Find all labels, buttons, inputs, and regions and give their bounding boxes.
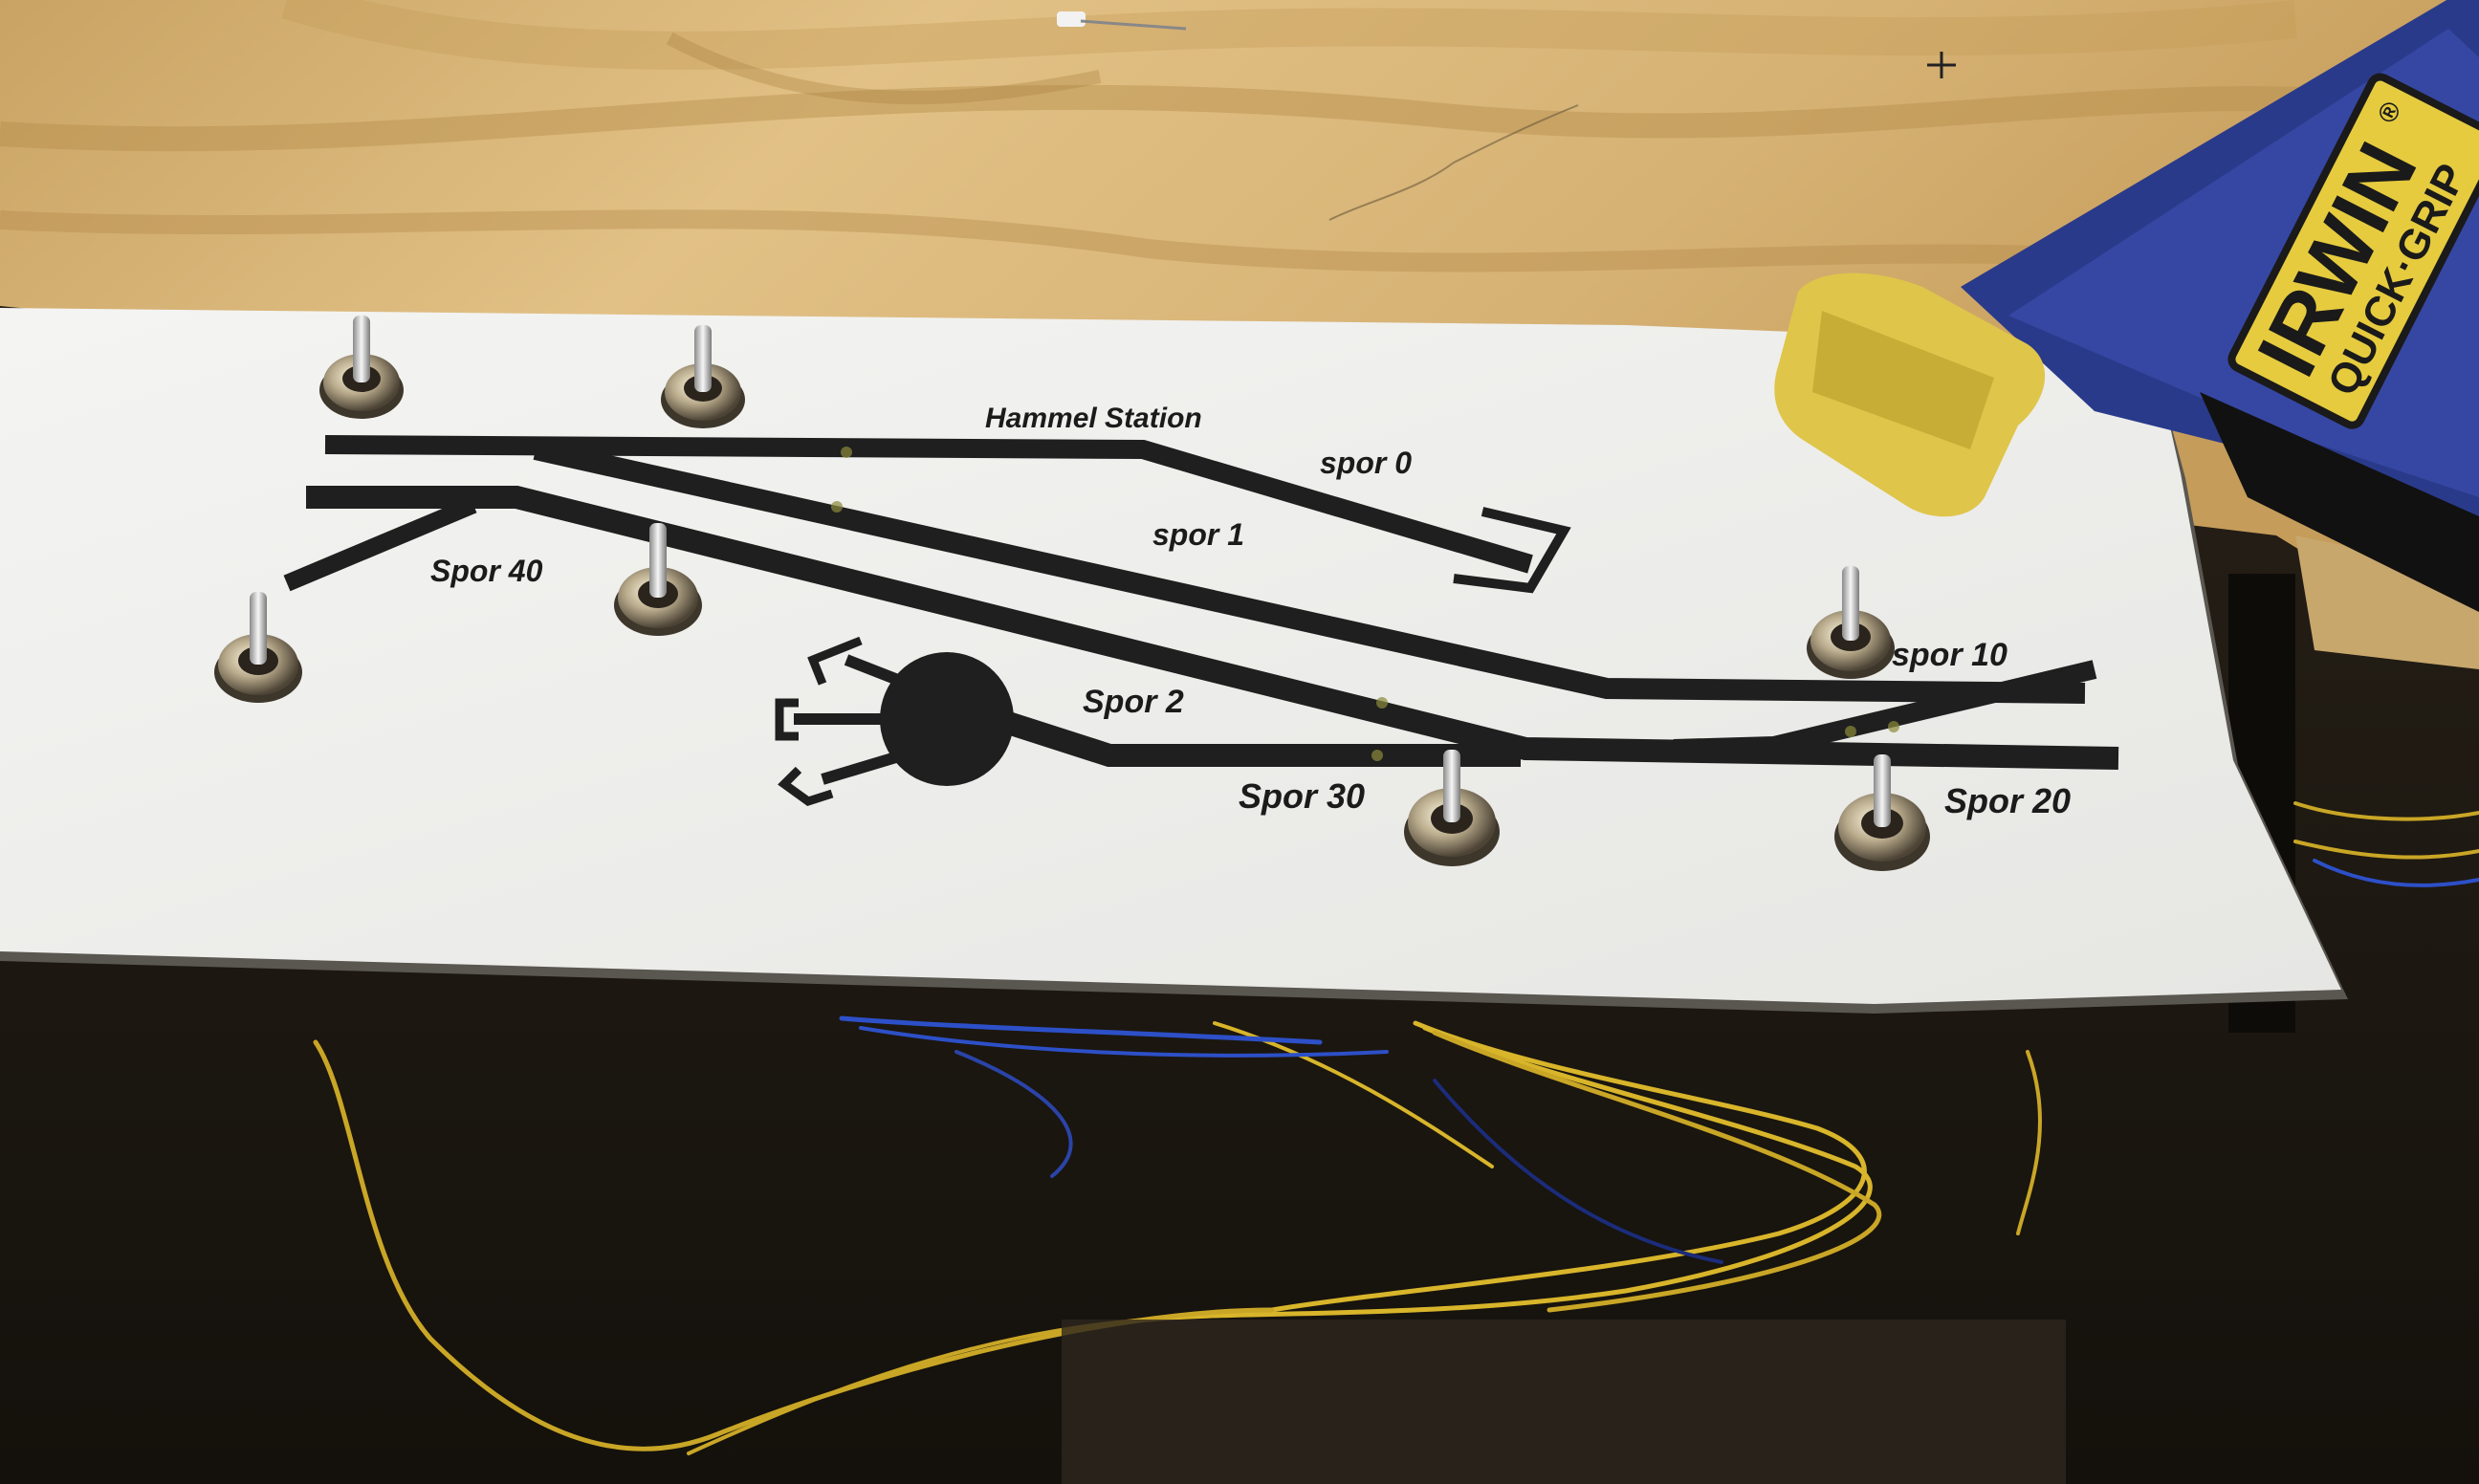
wiring bbox=[313, 801, 2479, 1455]
turntable bbox=[880, 652, 1014, 786]
irwin-clamp: IRWIN ® QUICK·GRIP bbox=[1774, 0, 2479, 612]
label-spor-20: Spor 20 bbox=[1944, 781, 2071, 820]
track-spor-10 bbox=[1673, 660, 2097, 758]
station-title: Hammel Station bbox=[985, 403, 1202, 434]
toggle-switch-6[interactable] bbox=[1404, 750, 1500, 866]
bumper-top bbox=[807, 636, 863, 686]
floor-box bbox=[1062, 1320, 2066, 1484]
label-spor-0: spor 0 bbox=[1320, 446, 1412, 480]
toggle-switch-2[interactable] bbox=[661, 325, 745, 428]
label-spor-1: spor 1 bbox=[1152, 517, 1244, 552]
track-spor-2 bbox=[306, 486, 2119, 770]
track-spor-0 bbox=[324, 435, 1533, 574]
track-spor-20-junction bbox=[972, 701, 1521, 767]
label-spor-2: Spor 2 bbox=[1083, 684, 1184, 720]
bumper-low bbox=[778, 766, 834, 806]
label-spor-40: Spor 40 bbox=[430, 554, 543, 588]
toggle-switch-3[interactable] bbox=[214, 592, 302, 703]
label-spor-30: Spor 30 bbox=[1239, 776, 1365, 816]
bumper-mid bbox=[775, 698, 799, 741]
track-spor-0-bumper bbox=[1453, 507, 1571, 594]
toggle-switch-7[interactable] bbox=[1834, 754, 1930, 871]
toggle-switch-4[interactable] bbox=[614, 523, 702, 636]
toggle-switch-5[interactable] bbox=[1807, 566, 1895, 679]
led-indicators bbox=[831, 447, 1899, 761]
label-spor-10: spor 10 bbox=[1892, 637, 2007, 673]
toggle-switch-1[interactable] bbox=[319, 316, 404, 419]
track-spor-1 bbox=[533, 439, 2086, 704]
track-spor-40 bbox=[283, 496, 477, 592]
track-diagram bbox=[283, 435, 2119, 806]
